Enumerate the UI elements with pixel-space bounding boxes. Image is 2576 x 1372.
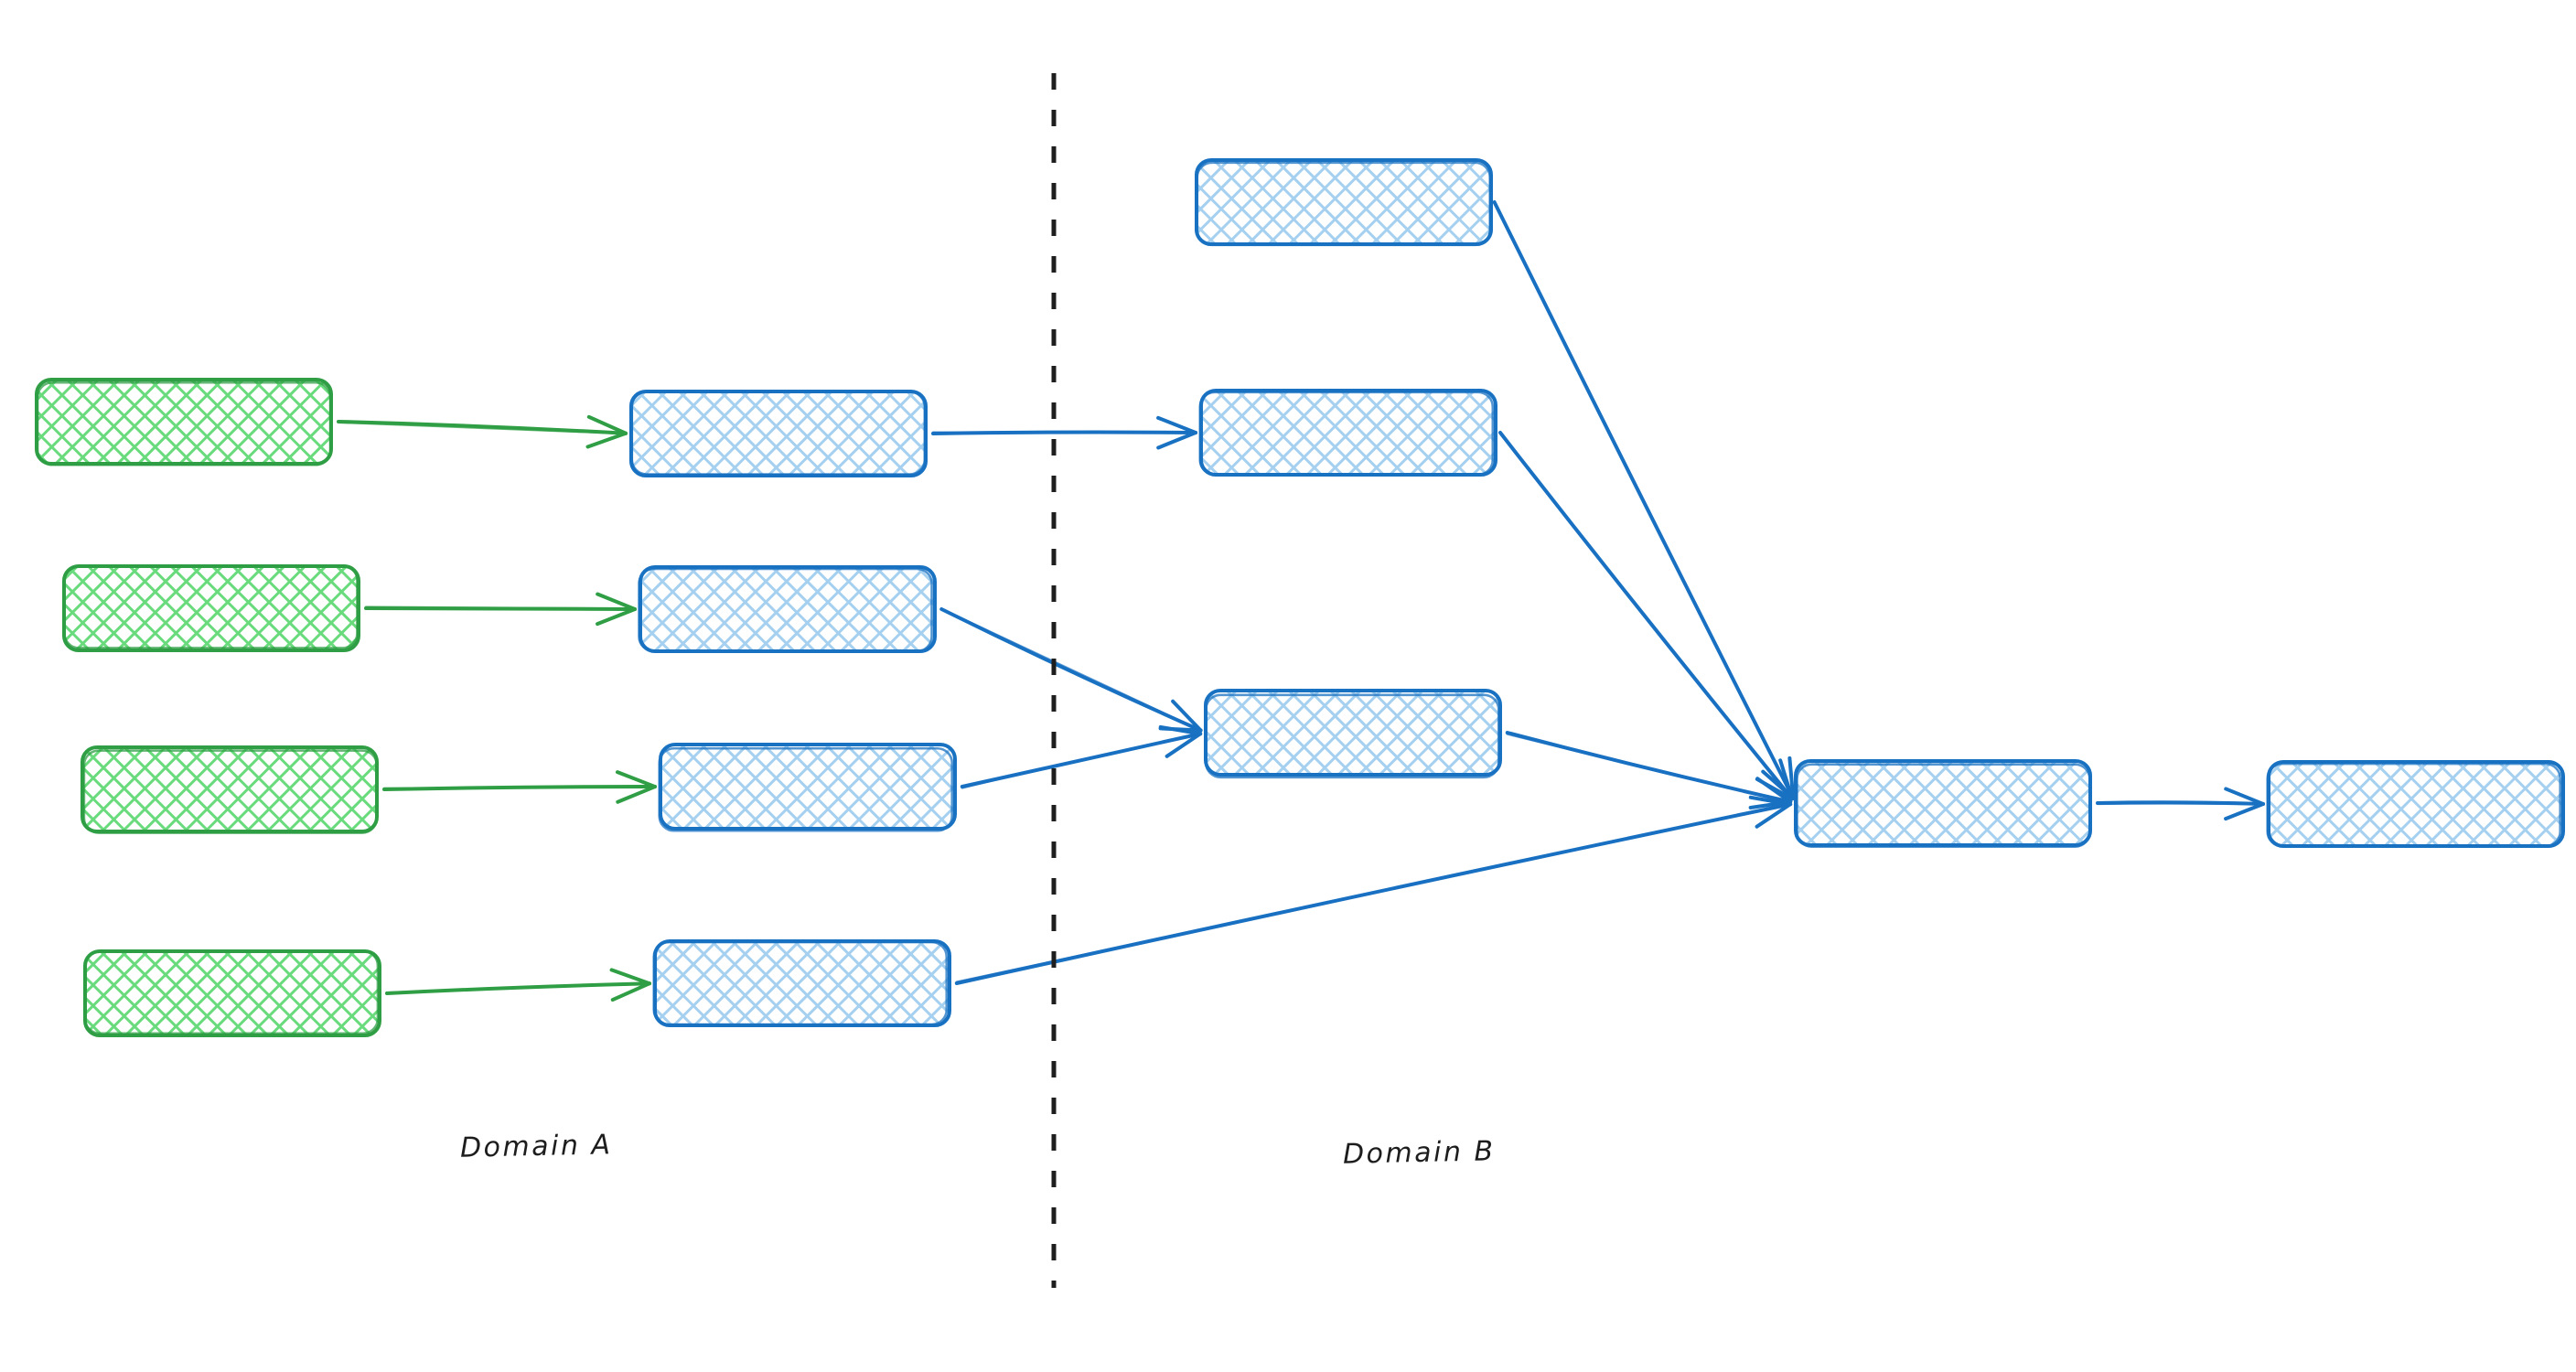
domain-a-label: Domain A — [459, 1129, 613, 1164]
arrowhead-stroke-0 — [2224, 801, 2265, 821]
edge-a1-to-m1 — [336, 414, 628, 449]
node-fill — [37, 380, 331, 464]
node-fill — [64, 566, 359, 650]
edge-m4-to-b4 — [954, 795, 1793, 985]
edge-line — [382, 785, 657, 789]
node-b1[interactable] — [1195, 158, 1493, 247]
node-b2[interactable] — [1198, 389, 1497, 477]
arrowhead-stroke-1 — [2224, 787, 2265, 806]
node-m4[interactable] — [652, 939, 951, 1027]
node-a2[interactable] — [62, 564, 360, 652]
node-fill — [1206, 691, 1500, 775]
edge-line — [961, 733, 1202, 789]
node-outline — [2266, 762, 2562, 848]
node-fill — [1201, 391, 1496, 475]
arrowhead-stroke-1 — [1156, 415, 1197, 435]
node-a1[interactable] — [35, 378, 333, 466]
edge-line — [940, 607, 1202, 732]
domain-b-label: Domain B — [1342, 1135, 1496, 1171]
node-fill — [640, 567, 935, 651]
node-outline — [36, 381, 332, 466]
node-fill — [1197, 160, 1491, 244]
edge-b1-to-b4 — [1492, 200, 1796, 800]
arrowhead-stroke-0 — [1755, 802, 1793, 829]
edge-b2-to-b4 — [1498, 431, 1795, 801]
edge-line — [364, 606, 637, 610]
node-outline — [1196, 161, 1492, 247]
edge-line — [1498, 433, 1794, 800]
node-outline — [83, 949, 380, 1035]
node-outline — [63, 564, 359, 649]
node-a3[interactable] — [80, 745, 379, 834]
edge-line — [2096, 802, 2265, 806]
node-fill — [2269, 762, 2563, 846]
node-fill — [660, 745, 955, 829]
arrowhead-stroke-0 — [610, 981, 652, 1002]
arrowhead-stroke-1 — [1787, 756, 1796, 800]
node-m1[interactable] — [629, 390, 928, 477]
arrowhead-stroke-0 — [1165, 732, 1203, 758]
edge-a4-to-m4 — [384, 968, 652, 1002]
edge-a3-to-m3 — [382, 770, 657, 804]
node-m3[interactable] — [658, 743, 957, 832]
arrowhead-stroke-1 — [596, 592, 637, 611]
node-fill — [1796, 761, 2090, 845]
arrowhead-stroke-0 — [616, 785, 657, 804]
node-b4[interactable] — [1794, 759, 2092, 849]
arrowhead-stroke-0 — [585, 431, 628, 449]
edge-a2-to-m2 — [364, 592, 637, 627]
arrowhead-stroke-1 — [1158, 724, 1203, 736]
node-b3[interactable] — [1204, 689, 1502, 779]
node-outline — [1204, 693, 1500, 779]
edge-line — [955, 802, 1792, 983]
node-fill — [631, 391, 926, 476]
edge-m1-to-b2 — [931, 415, 1197, 450]
node-m2[interactable] — [638, 565, 937, 653]
arrowhead-stroke-0 — [596, 606, 637, 627]
arrowhead-stroke-1 — [586, 414, 628, 435]
node-outline — [1796, 763, 2091, 849]
node-layer — [35, 158, 2565, 1037]
edge-m2-to-b3 — [939, 607, 1203, 733]
edge-layer — [336, 200, 2265, 1002]
edge-m3-to-b3 — [960, 724, 1203, 789]
edge-b4-to-b5 — [2096, 787, 2265, 821]
node-outline — [658, 746, 954, 832]
arrowhead-stroke-0 — [1156, 431, 1197, 450]
edge-line — [1506, 733, 1792, 804]
node-outline — [638, 567, 933, 653]
node-outline — [1198, 391, 1495, 477]
node-fill — [655, 941, 950, 1025]
node-fill — [85, 951, 380, 1035]
arrowhead-stroke-0 — [1748, 799, 1793, 810]
node-outline — [652, 940, 949, 1026]
edge-line — [931, 431, 1197, 434]
node-outline — [82, 749, 379, 834]
edge-line — [1493, 202, 1795, 800]
arrowhead-stroke-1 — [1171, 699, 1203, 733]
arrowhead-stroke-1 — [1755, 777, 1793, 804]
arrowhead-stroke-1 — [1778, 758, 1795, 801]
arrowhead-stroke-1 — [609, 968, 652, 986]
node-a4[interactable] — [83, 949, 381, 1037]
node-b5[interactable] — [2266, 760, 2565, 848]
node-fill — [82, 747, 377, 831]
edge-line — [337, 421, 628, 435]
edge-line — [385, 981, 651, 994]
edge-b3-to-b4 — [1505, 731, 1793, 810]
arrowhead-stroke-1 — [615, 770, 657, 789]
node-outline — [630, 391, 927, 476]
